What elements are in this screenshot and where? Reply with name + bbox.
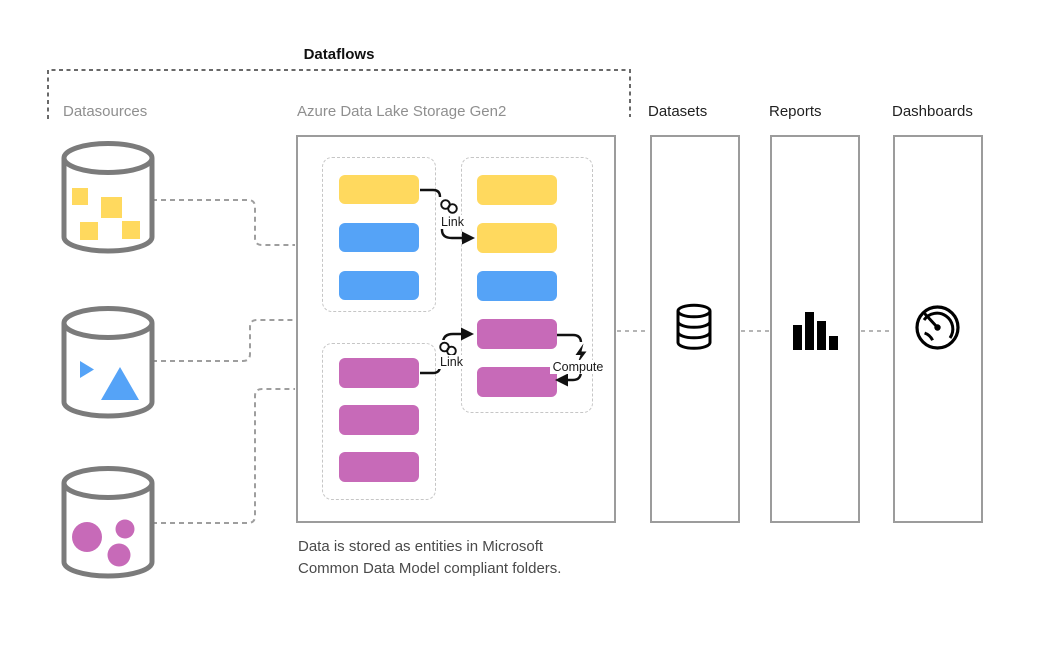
connector-datasource-2 (152, 319, 295, 362)
dashboards-label: Dashboards (892, 103, 973, 120)
connector-datasource-1 (152, 199, 295, 246)
entity-yellow (476, 222, 557, 253)
connector-datasource-3 (152, 388, 295, 524)
datasource-cylinder-3 (61, 466, 155, 579)
compute-annotation: Compute (550, 360, 606, 374)
caption-line-2: Common Data Model compliant folders. (298, 560, 562, 577)
entity-yellow (476, 174, 557, 205)
adls-caption: Data is stored as entities in Microsoft … (298, 536, 561, 580)
entity-pink (339, 451, 419, 482)
link-annotation-1: Link (437, 215, 468, 229)
entity-blue (339, 222, 419, 252)
dataflows-title: Dataflows (303, 46, 375, 63)
entity-blue (476, 270, 557, 301)
entity-blue (339, 270, 419, 300)
datasources-label: Datasources (63, 103, 148, 120)
datasource-cylinder-1 (61, 141, 155, 254)
entity-group-2 (322, 343, 436, 500)
entity-pink (339, 404, 419, 435)
entity-pink (476, 366, 557, 397)
datasource-cylinder-2 (61, 306, 155, 419)
caption-line-1: Data is stored as entities in Microsoft (298, 538, 544, 555)
pink-circles (72, 519, 135, 567)
entity-group-1 (322, 157, 436, 312)
yellow-squares (72, 188, 140, 240)
link-annotation-2: Link (436, 355, 467, 369)
entity-group-3 (461, 157, 593, 413)
datasets-box (650, 135, 740, 523)
entity-yellow (339, 174, 419, 204)
blue-triangles (80, 361, 139, 400)
entity-pink (339, 357, 419, 388)
datasets-label: Datasets (648, 103, 708, 120)
adls-label: Azure Data Lake Storage Gen2 (297, 103, 507, 120)
reports-box (770, 135, 860, 523)
reports-label: Reports (769, 103, 822, 120)
entity-pink (476, 318, 557, 349)
dashboards-box (893, 135, 983, 523)
